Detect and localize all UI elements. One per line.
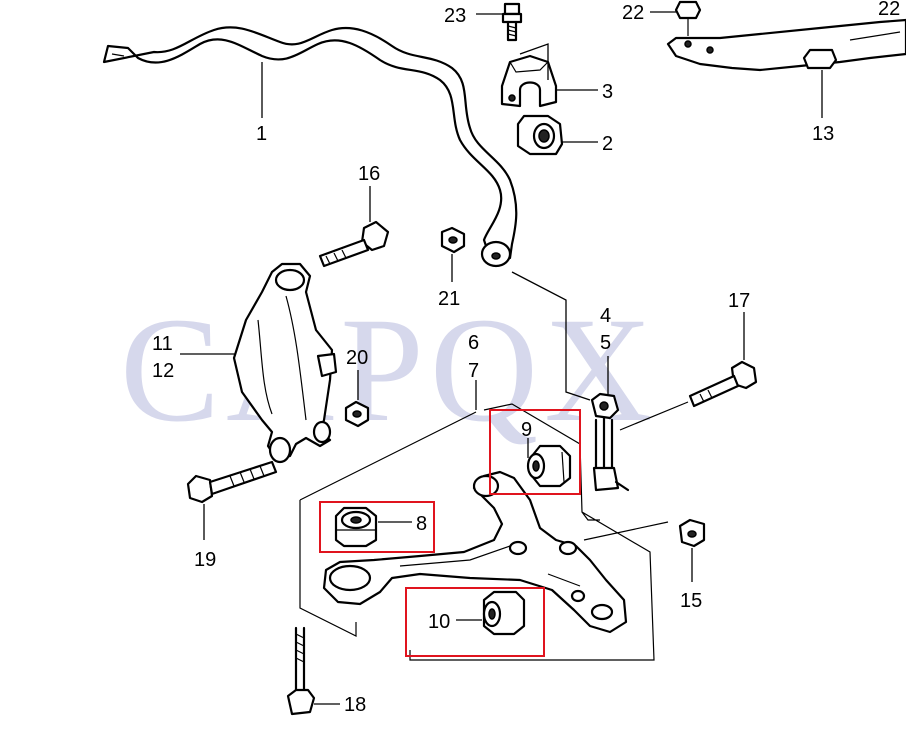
callout-22-right: 22 bbox=[878, 0, 900, 20]
bolt-16 bbox=[318, 220, 390, 268]
bolt-17 bbox=[619, 360, 758, 431]
arm-bushing-9 bbox=[526, 444, 572, 488]
crossmember-13 bbox=[666, 18, 906, 72]
callout-8: 8 bbox=[416, 513, 427, 535]
bolt-19 bbox=[186, 460, 278, 504]
callout-3: 3 bbox=[602, 81, 613, 103]
callout-10: 10 bbox=[428, 611, 450, 633]
bolt-18 bbox=[286, 626, 316, 716]
nut-22 bbox=[674, 0, 702, 36]
arm-bushing-8 bbox=[334, 506, 378, 548]
callout-9: 9 bbox=[521, 419, 532, 441]
callout-1: 1 bbox=[256, 123, 267, 145]
steering-knuckle-11-12 bbox=[232, 262, 338, 464]
callout-12: 12 bbox=[152, 360, 174, 382]
callout-20: 20 bbox=[346, 347, 368, 369]
bushing-bracket-3 bbox=[500, 54, 558, 108]
callout-5: 5 bbox=[600, 332, 611, 354]
stabilizer-bushing-2 bbox=[516, 114, 564, 156]
nut-15 bbox=[678, 518, 706, 548]
bolt-23 bbox=[501, 2, 523, 42]
highlight-box-10 bbox=[405, 587, 545, 657]
callout-7: 7 bbox=[468, 360, 479, 382]
callout-4: 4 bbox=[600, 305, 611, 327]
callout-15: 15 bbox=[680, 590, 702, 612]
callout-21: 21 bbox=[438, 288, 460, 310]
nut-20 bbox=[344, 400, 370, 428]
lower-control-arm-6-7 bbox=[322, 470, 628, 634]
stabilizer-link-4-5 bbox=[590, 392, 630, 492]
watermark-text: CAPQX bbox=[120, 287, 658, 453]
arm-bushing-10 bbox=[482, 590, 526, 636]
callout-13: 13 bbox=[812, 123, 834, 145]
callout-11: 11 bbox=[152, 333, 173, 355]
callout-18: 18 bbox=[344, 694, 366, 716]
stabilizer-bar bbox=[102, 26, 518, 268]
highlight-box-8 bbox=[319, 501, 435, 553]
callout-19: 19 bbox=[194, 549, 216, 571]
callout-16: 16 bbox=[358, 163, 380, 185]
callout-17: 17 bbox=[728, 290, 750, 312]
callout-23: 23 bbox=[444, 5, 466, 27]
highlight-box-9 bbox=[489, 409, 581, 495]
nut-21 bbox=[440, 226, 466, 254]
callout-22-left: 22 bbox=[622, 2, 644, 24]
callout-2: 2 bbox=[602, 133, 613, 155]
callout-6: 6 bbox=[468, 332, 479, 354]
